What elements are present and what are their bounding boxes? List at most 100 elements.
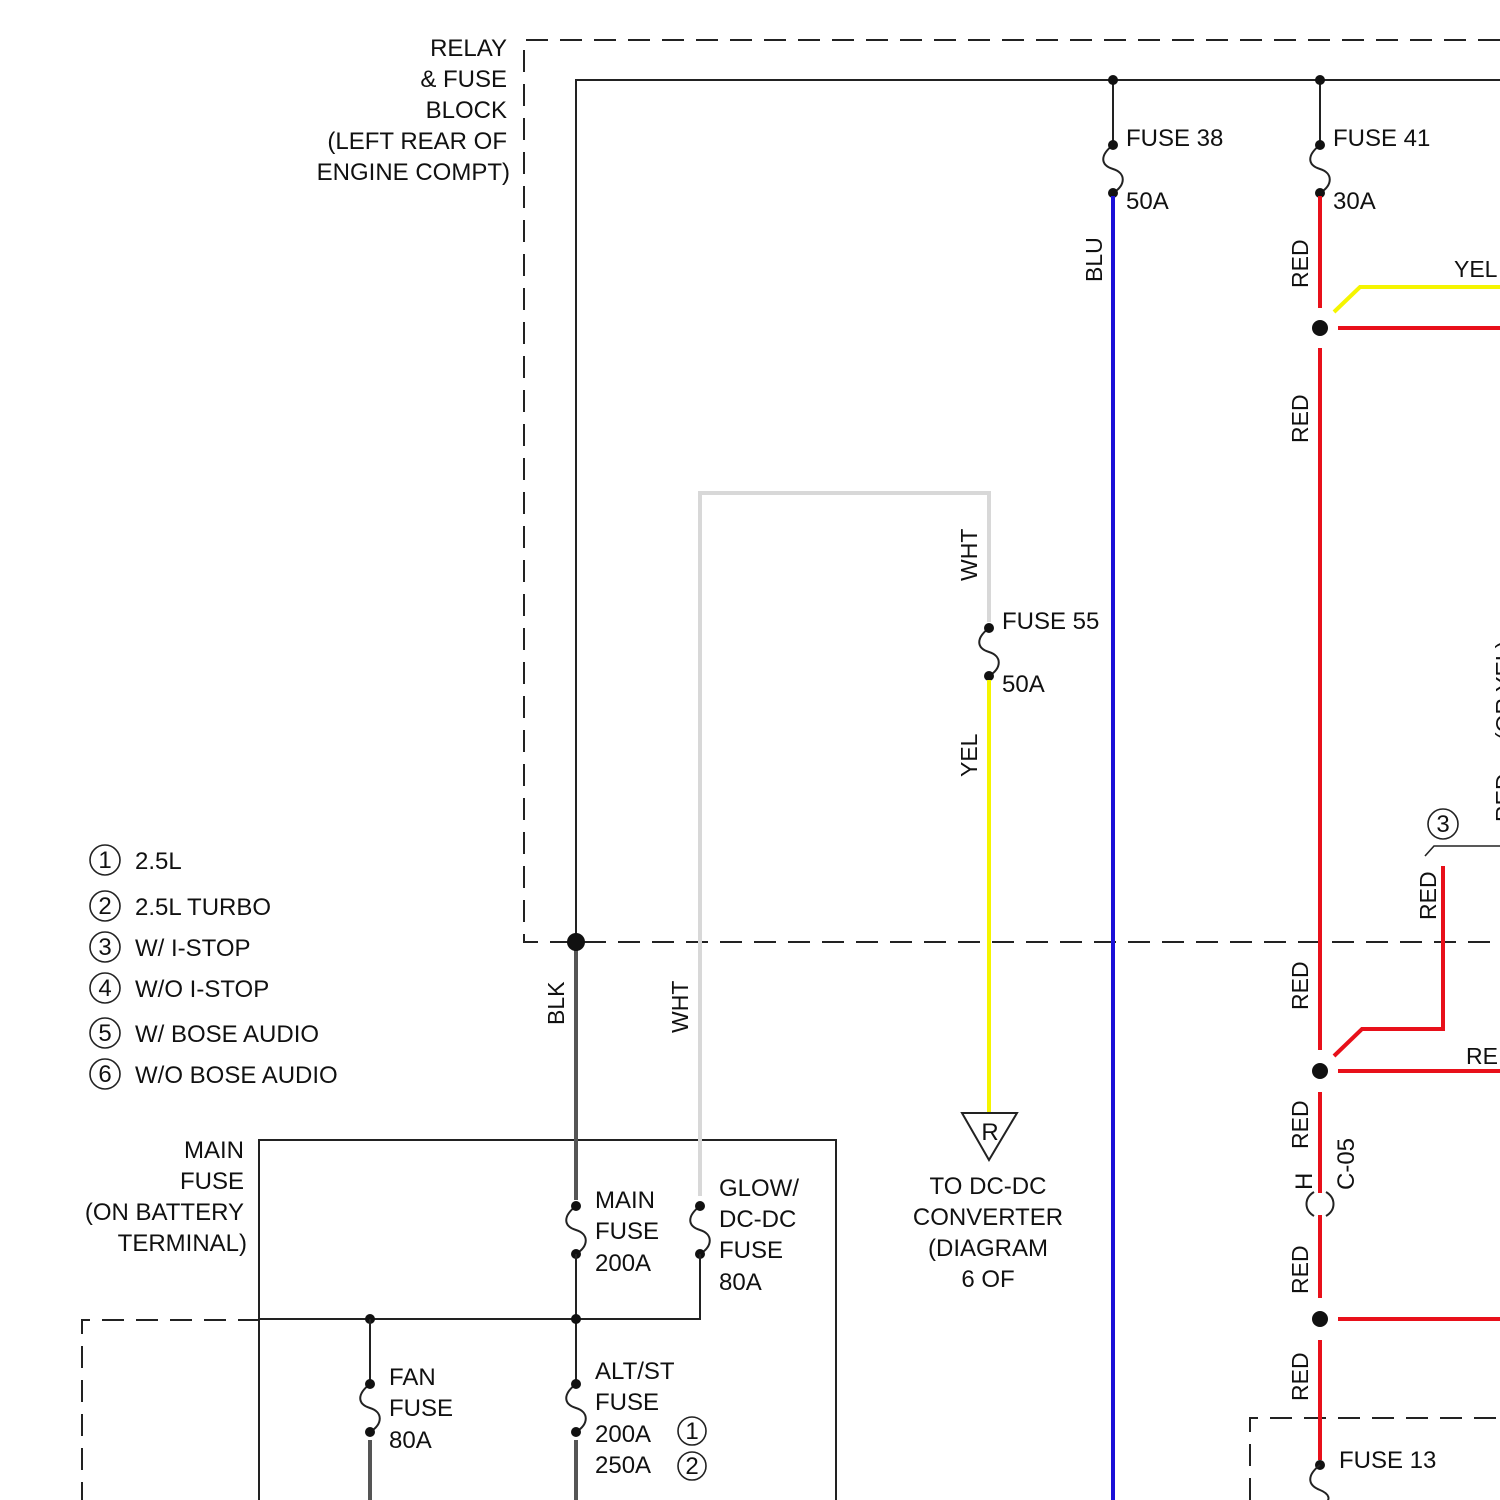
- wht-wire: [700, 493, 989, 1196]
- legend-item: 6 W/O BOSE AUDIO: [90, 1059, 338, 1089]
- connector-c05-symbol: [1307, 1192, 1334, 1216]
- note-3-branch-line: [1425, 846, 1500, 856]
- lower-left-boundary: [82, 1320, 260, 1500]
- relay-block-label: BLOCK: [426, 97, 507, 124]
- splice-dot: [1315, 75, 1325, 85]
- legend-number: 3: [98, 934, 111, 961]
- splice-dot: [1312, 1311, 1328, 1327]
- fuse55-rating: 50A: [1002, 671, 1045, 698]
- splice-dot: [571, 1314, 581, 1324]
- legend-item: 1 2.5L: [90, 845, 182, 875]
- relay-block-label: RELAY: [430, 35, 507, 62]
- splice-dot: [1312, 1063, 1328, 1079]
- fuse55-symbol: [979, 628, 999, 676]
- glow-fuse-label: 80A: [719, 1269, 762, 1296]
- red-wire-label: RED: [1415, 871, 1441, 920]
- terminal-destination-line: TO DC-DC: [930, 1173, 1047, 1200]
- wht-wire-label: WHT: [956, 529, 982, 581]
- glow-fuse-label: GLOW/: [719, 1175, 799, 1202]
- main-fuse-block-label: (ON BATTERY: [85, 1199, 244, 1226]
- fuse-terminal: [1315, 140, 1325, 150]
- connector-c05-pin: H: [1291, 1173, 1318, 1190]
- red-wire-label: RED: [1287, 239, 1313, 288]
- main-fuse-block-label: TERMINAL): [118, 1230, 247, 1257]
- terminal-destination-line: 6 OF: [961, 1266, 1014, 1293]
- fan-fuse-symbol: [360, 1384, 380, 1432]
- fuse-terminal: [365, 1427, 375, 1437]
- splice-dot: [567, 933, 585, 951]
- legend-item: 5 W/ BOSE AUDIO: [90, 1018, 319, 1048]
- note-3-number: 3: [1436, 811, 1449, 838]
- relay-fuse-block-boundary: [524, 40, 1500, 942]
- altst-fuse-rating: 250A: [595, 1452, 651, 1479]
- fuse13-name: FUSE 13: [1339, 1447, 1436, 1474]
- fuse-terminal: [984, 623, 994, 633]
- red-wire-label: RED: [1287, 1352, 1313, 1401]
- altst-fuse-rating: 200A: [595, 1421, 651, 1448]
- fuse55-name: FUSE 55: [1002, 608, 1099, 635]
- yel-wire: [1334, 287, 1500, 312]
- red-wire-label: RED: [1287, 394, 1313, 443]
- legend-text: W/ BOSE AUDIO: [135, 1021, 319, 1048]
- fuse41-name: FUSE 41: [1333, 125, 1430, 152]
- wht-wire-label: WHT: [667, 981, 693, 1033]
- terminal-destination-line: CONVERTER: [913, 1204, 1063, 1231]
- fuse38-symbol: [1103, 145, 1123, 193]
- fuse41-symbol: [1310, 145, 1330, 193]
- fan-fuse-label: FUSE: [389, 1395, 453, 1422]
- altst-fuse-symbol: [566, 1384, 586, 1432]
- red-wire-label: RED: [1287, 1245, 1313, 1294]
- legend-number: 1: [98, 847, 111, 874]
- altst-note-number: 2: [685, 1453, 698, 1480]
- fuse-terminal: [571, 1427, 581, 1437]
- fuse-terminal: [571, 1379, 581, 1389]
- main-fuse-symbol: [566, 1206, 586, 1254]
- altst-fuse-label: FUSE: [595, 1389, 659, 1416]
- fuse-terminal: [571, 1201, 581, 1211]
- red-wire-label: RED: [1287, 1100, 1313, 1149]
- legend: 1 2.5L 2 2.5L TURBO 3 W/ I-STOP 4 W/O I-…: [90, 845, 338, 1089]
- fuse-terminal: [365, 1379, 375, 1389]
- legend-item: 3 W/ I-STOP: [90, 932, 251, 962]
- fuse38-name: FUSE 38: [1126, 125, 1223, 152]
- red-wire-label: RED: [1287, 961, 1313, 1010]
- yel-wire-label: YEL: [956, 733, 982, 777]
- altst-note-number: 1: [685, 1418, 698, 1445]
- fuse38-rating: 50A: [1126, 188, 1169, 215]
- legend-text: 2.5L TURBO: [135, 894, 271, 921]
- glow-fuse-symbol: [690, 1206, 710, 1254]
- relay-block-label: ENGINE COMPT): [317, 159, 510, 186]
- red-wire-label: RE: [1466, 1043, 1498, 1069]
- right-cut-label: RED: [1491, 773, 1500, 822]
- fuse-terminal: [1108, 140, 1118, 150]
- terminal-r-letter: R: [981, 1119, 998, 1146]
- legend-text: 2.5L: [135, 848, 182, 875]
- blu-wire-label: BLU: [1081, 237, 1107, 282]
- connector-c05-name: C-05: [1333, 1138, 1360, 1190]
- legend-text: W/O BOSE AUDIO: [135, 1062, 338, 1089]
- altst-fuse-label: ALT/ST: [595, 1358, 675, 1385]
- splice-dot: [1312, 320, 1328, 336]
- legend-text: W/ I-STOP: [135, 935, 251, 962]
- relay-block-label: & FUSE: [420, 66, 507, 93]
- fuse-terminal: [984, 671, 994, 681]
- fuse-terminal: [695, 1201, 705, 1211]
- legend-text: W/O I-STOP: [135, 976, 269, 1003]
- fan-fuse-label: FAN: [389, 1364, 436, 1391]
- splice-dot: [1108, 75, 1118, 85]
- main-fuse-label: FUSE: [595, 1218, 659, 1245]
- main-fuse-label: MAIN: [595, 1187, 655, 1214]
- legend-number: 6: [98, 1061, 111, 1088]
- legend-number: 2: [98, 893, 111, 920]
- legend-number: 4: [98, 975, 111, 1002]
- glow-fuse-label: FUSE: [719, 1237, 783, 1264]
- fan-fuse-label: 80A: [389, 1427, 432, 1454]
- fuse13-symbol: [1310, 1465, 1328, 1500]
- relay-block-label: (LEFT REAR OF: [327, 128, 507, 155]
- yel-wire-label: YEL: [1454, 256, 1498, 282]
- right-cut-label: (OR YEL): [1491, 641, 1500, 740]
- fuse41-rating: 30A: [1333, 188, 1376, 215]
- legend-item: 4 W/O I-STOP: [90, 973, 269, 1003]
